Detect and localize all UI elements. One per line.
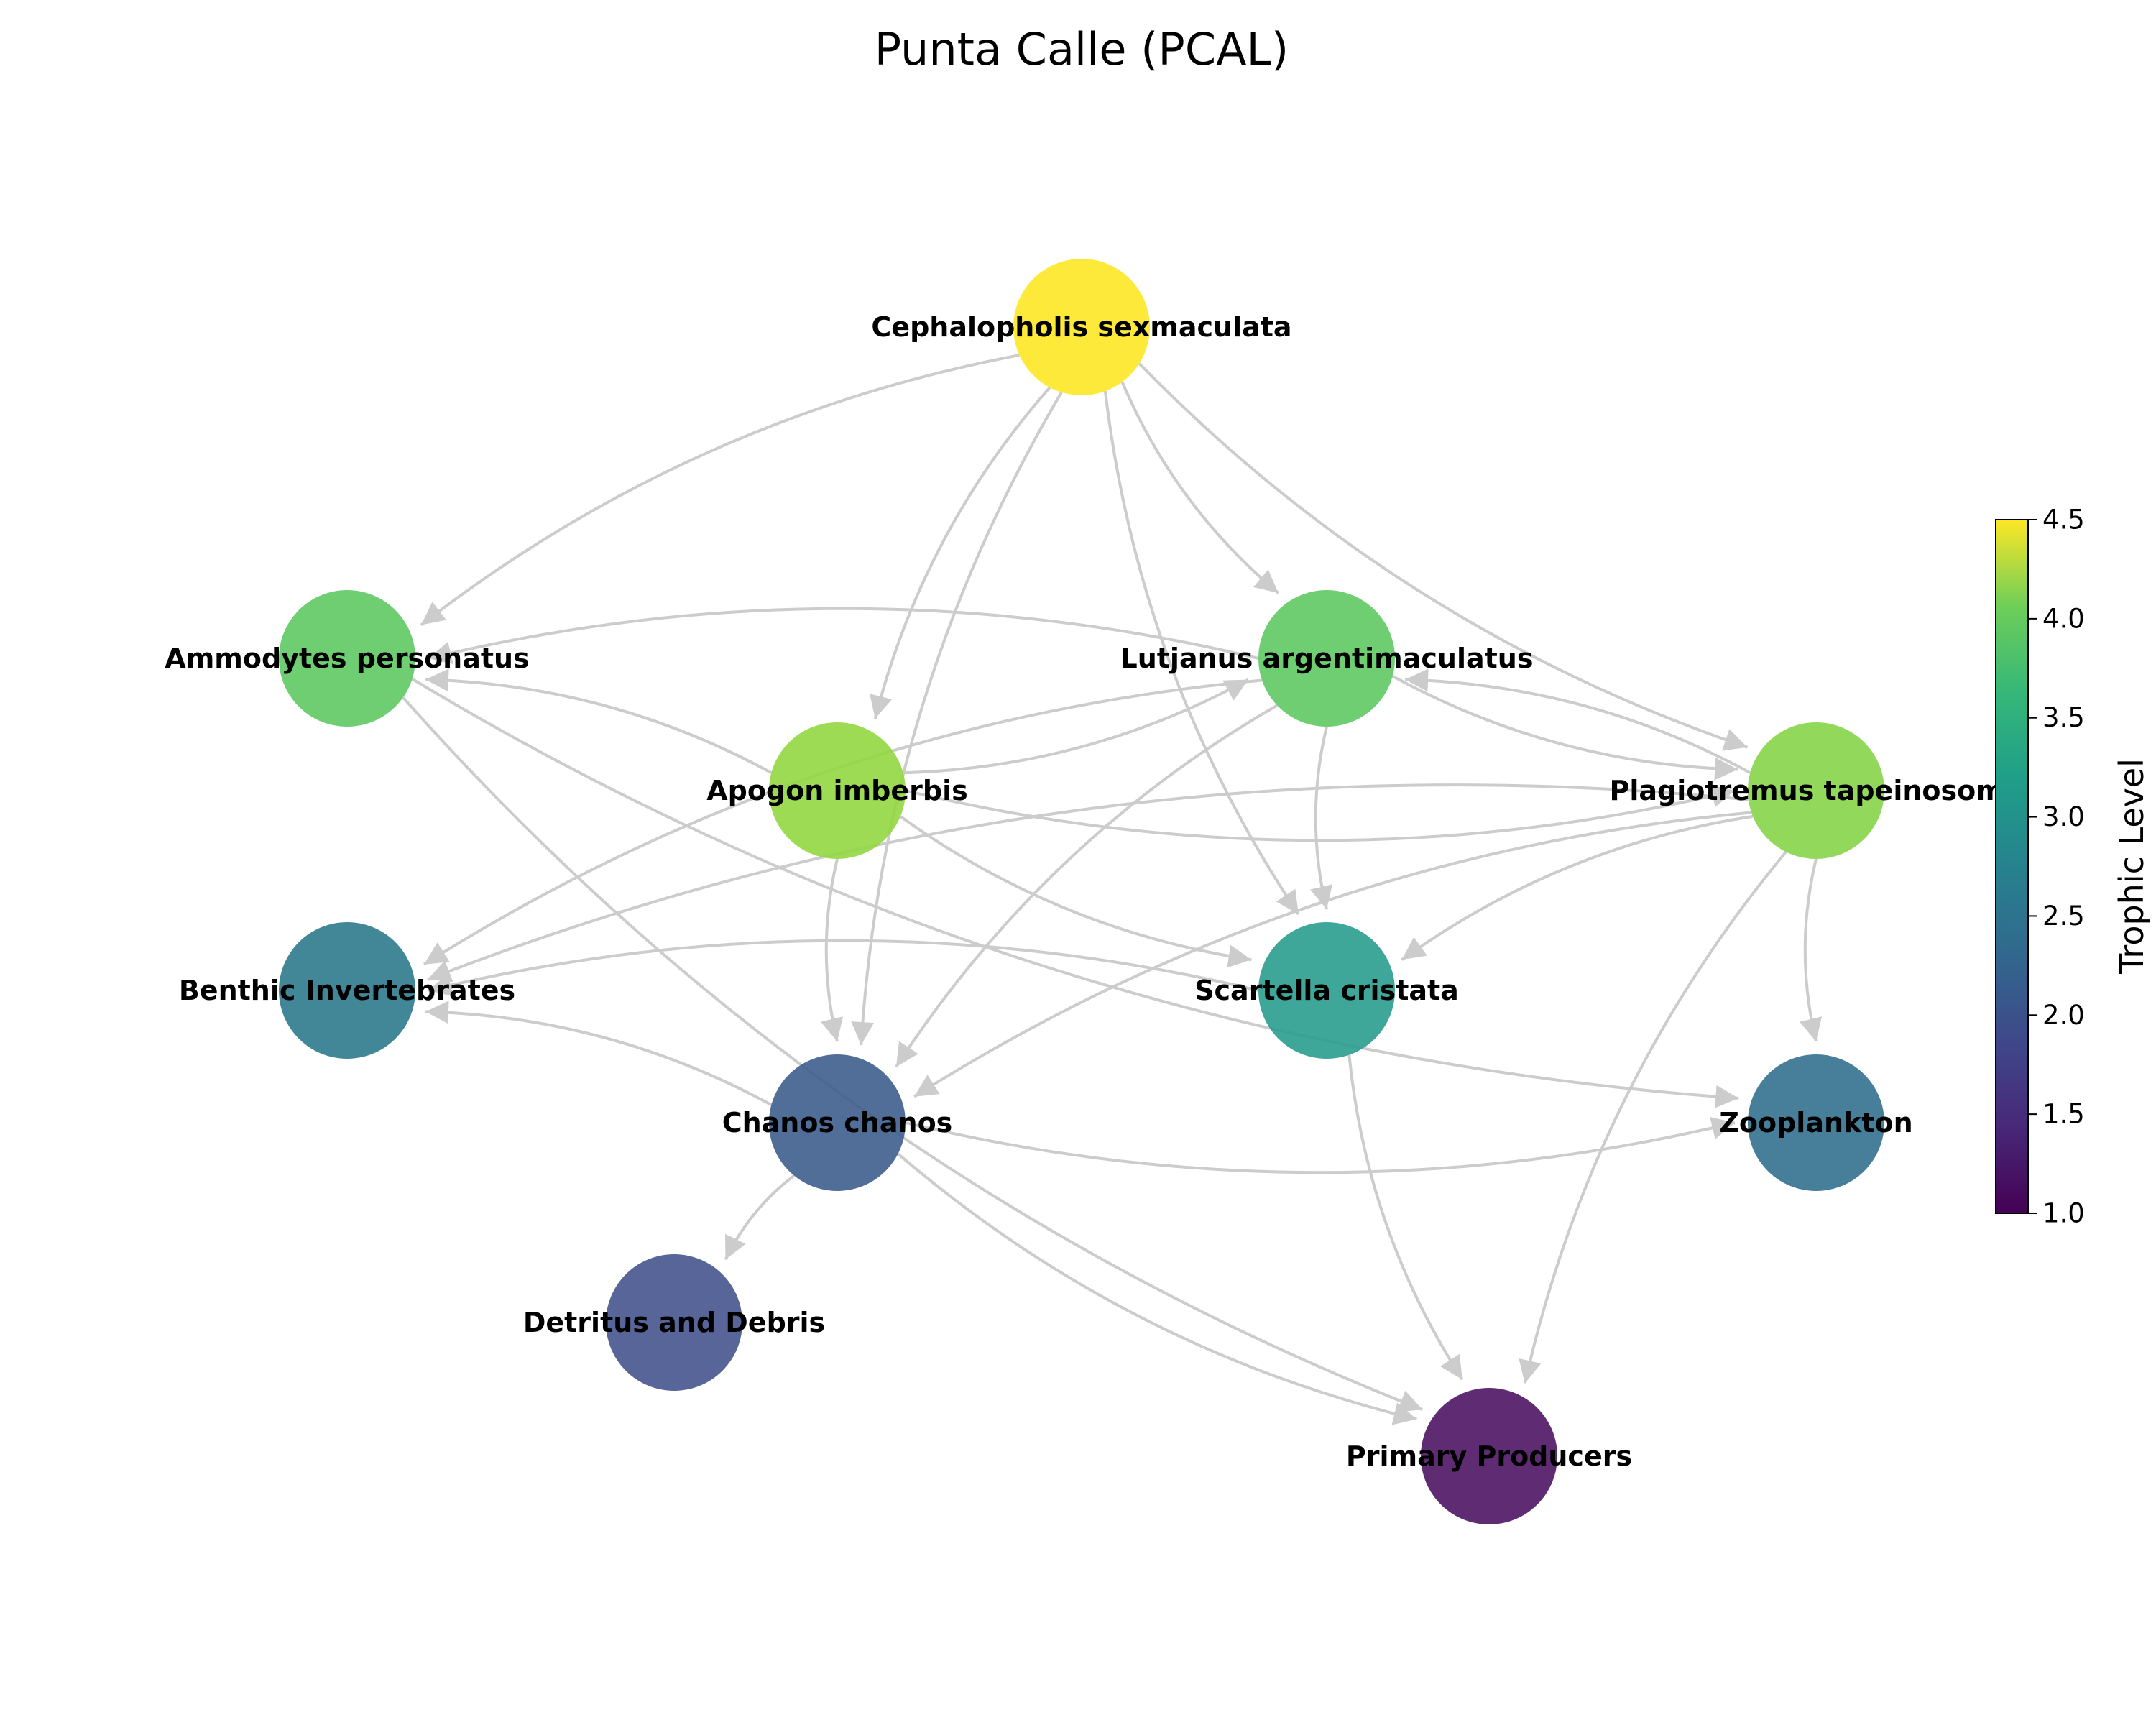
edge-cephalopholis-to-lutjanus (1120, 381, 1280, 594)
node-scartella (1258, 922, 1395, 1059)
edge-lutjanus-to-plagiotremus (1391, 675, 1738, 781)
colorbar-ticks: 1.0 1.5 2.0 2.5 3.0 3.5 4.0 4.5 (2028, 505, 2085, 1229)
node-lutjanus (1258, 590, 1395, 727)
node-label-plagiotremus: Plagiotremus tapeinosoma (1610, 775, 2023, 806)
edge-ammodytes-to-zooplankton (411, 677, 1739, 1108)
node-primary (1421, 1388, 1557, 1524)
node-label-primary: Primary Producers (1346, 1440, 1632, 1472)
edge-plagiotremus-to-zooplankton (1799, 858, 1823, 1042)
edge-chanos-to-primary (897, 1152, 1417, 1425)
edge-lutjanus-to-ammodytes (428, 607, 1259, 665)
edge-scartella-to-primary (1348, 1054, 1464, 1381)
edge-lutjanus-to-scartella (1309, 726, 1333, 910)
node-label-cephalopholis: Cephalopholis sexmaculata (871, 311, 1291, 343)
node-label-zooplankton: Zooplankton (1719, 1107, 1912, 1138)
node-ammodytes (279, 590, 415, 727)
edge-apogon-to-chanos (820, 858, 844, 1042)
colorbar-tick-label: 4.5 (2042, 505, 2085, 535)
node-label-detritus: Detritus and Debris (523, 1307, 825, 1338)
colorbar-tick-label: 2.0 (2042, 1000, 2085, 1031)
edge-plagiotremus-to-primary (1519, 850, 1787, 1384)
colorbar-label: Trophic Level (2112, 758, 2151, 975)
edge-cephalopholis-to-apogon (870, 386, 1051, 719)
node-label-benthic: Benthic Invertebrates (179, 975, 515, 1006)
edge-chanos-to-detritus (724, 1174, 796, 1261)
node-label-scartella: Scartella cristata (1194, 975, 1459, 1006)
node-detritus (606, 1254, 742, 1391)
node-benthic (279, 922, 415, 1059)
edge-chanos-to-benthic (425, 1000, 773, 1107)
node-zooplankton (1748, 1054, 1884, 1191)
colorbar-tick-label: 3.0 (2042, 801, 2085, 832)
chart-title: Punta Calle (PCAL) (875, 23, 1289, 75)
colorbar-tick-label: 1.5 (2042, 1099, 2085, 1130)
node-chanos (769, 1054, 906, 1191)
edge-plagiotremus-to-lutjanus (1405, 668, 1751, 774)
edge-cephalopholis-to-ammodytes (420, 354, 1020, 627)
edge-apogon-to-scartella (899, 815, 1252, 968)
colorbar-tick-label: 4.0 (2042, 603, 2085, 634)
node-label-apogon: Apogon imberbis (706, 775, 968, 806)
node-label-chanos: Chanos chanos (722, 1107, 953, 1138)
edges-layer (402, 354, 1823, 1425)
colorbar-tick-label: 2.5 (2042, 901, 2085, 932)
nodes-layer (279, 259, 1884, 1524)
edge-apogon-to-lutjanus (903, 678, 1249, 775)
node-label-ammodytes: Ammodytes personatus (165, 643, 529, 674)
node-cephalopholis (1013, 259, 1150, 395)
node-plagiotremus (1748, 722, 1884, 859)
edge-chanos-to-zooplankton (905, 1116, 1736, 1174)
edge-plagiotremus-to-chanos (913, 811, 1752, 1098)
node-label-lutjanus: Lutjanus argentimaculatus (1120, 643, 1534, 674)
edge-cephalopholis-to-scartella (1103, 390, 1300, 916)
edge-apogon-to-plagiotremus (905, 784, 1736, 842)
colorbar: 1.0 1.5 2.0 2.5 3.0 3.5 4.0 4.5 Trophic Level (1995, 505, 2151, 1229)
edge-lutjanus-to-chanos (895, 704, 1279, 1068)
colorbar-tick-label: 1.0 (2042, 1198, 2085, 1229)
node-apogon (769, 722, 906, 859)
edge-cephalopholis-to-plagiotremus (1138, 362, 1749, 751)
colorbar-gradient (1995, 519, 2029, 1214)
edge-apogon-to-ammodytes (425, 668, 773, 775)
edge-plagiotremus-to-scartella (1401, 814, 1754, 961)
edge-cephalopholis-to-chanos (851, 391, 1063, 1046)
edge-scartella-to-benthic (428, 939, 1259, 997)
edge-plagiotremus-to-benthic (427, 783, 1749, 983)
colorbar-tick-label: 3.5 (2042, 702, 2085, 733)
